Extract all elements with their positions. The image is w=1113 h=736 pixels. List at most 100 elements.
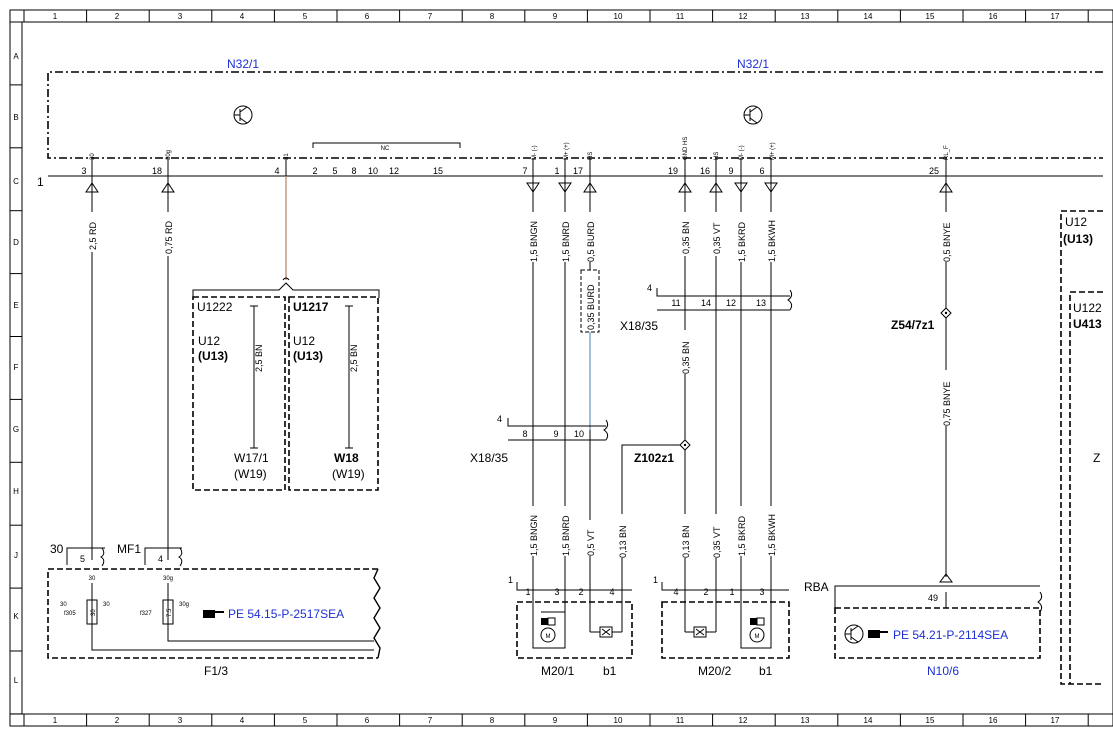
svg-text:3: 3 bbox=[554, 587, 559, 597]
svg-text:1,5 BNGN: 1,5 BNGN bbox=[529, 221, 539, 262]
svg-text:16: 16 bbox=[989, 12, 998, 21]
svg-text:30: 30 bbox=[91, 609, 97, 616]
svg-text:30: 30 bbox=[90, 153, 96, 160]
svg-text:30g: 30g bbox=[166, 150, 172, 160]
svg-text:11: 11 bbox=[676, 716, 685, 725]
svg-text:1: 1 bbox=[653, 575, 658, 585]
svg-text:1: 1 bbox=[729, 587, 734, 597]
svg-text:B: B bbox=[13, 113, 18, 122]
svg-text:0,75 BNYE: 0,75 BNYE bbox=[942, 381, 952, 426]
variant-box: U1222 U1217 U12 (U13) U12 (U13) 2,5 BN 2… bbox=[192, 277, 380, 491]
svg-text:12: 12 bbox=[739, 12, 748, 21]
svg-text:1: 1 bbox=[37, 175, 44, 189]
svg-text:3: 3 bbox=[81, 166, 86, 176]
fuse-box-label: F1/3 bbox=[204, 664, 228, 678]
right-variant-box: U12 (U13) U122 U413 Z bbox=[1060, 210, 1103, 685]
svg-text:1,5 BNGN: 1,5 BNGN bbox=[529, 515, 539, 556]
svg-text:30: 30 bbox=[89, 576, 96, 582]
svg-text:G: G bbox=[13, 425, 19, 434]
triangles bbox=[85, 182, 953, 583]
svg-text:5: 5 bbox=[303, 12, 308, 21]
svg-text:14: 14 bbox=[864, 716, 873, 725]
svg-text:0,35 BURD: 0,35 BURD bbox=[586, 284, 596, 330]
svg-text:H: H bbox=[13, 487, 19, 496]
column-labels-top: 1 2 3 4 5 6 7 8 9 10 11 12 13 14 15 16 1… bbox=[53, 12, 1060, 21]
splice-z102z1: Z102z1 bbox=[634, 439, 691, 465]
svg-text:1,5 BNRD: 1,5 BNRD bbox=[561, 221, 571, 262]
svg-text:K: K bbox=[13, 612, 19, 621]
svg-text:5: 5 bbox=[332, 166, 337, 176]
svg-text:30g: 30g bbox=[163, 576, 173, 582]
svg-text:4: 4 bbox=[673, 587, 678, 597]
svg-text:0,5 BNYE: 0,5 BNYE bbox=[942, 222, 952, 262]
fuse-box-f1-3: 30 5 MF1 4 30 30g 30 f305 30 7.5 f327 30… bbox=[47, 542, 381, 678]
svg-text:0,35 VT: 0,35 VT bbox=[712, 526, 722, 558]
svg-text:15: 15 bbox=[926, 716, 935, 725]
svg-text:1: 1 bbox=[508, 575, 513, 585]
svg-text:0,75 RD: 0,75 RD bbox=[164, 220, 174, 254]
svg-text:6: 6 bbox=[365, 12, 370, 21]
svg-text:Z54/7z1: Z54/7z1 bbox=[891, 318, 935, 332]
svg-text:8: 8 bbox=[522, 429, 527, 439]
transistor-icon bbox=[743, 105, 763, 125]
svg-text:1,5 BKWH: 1,5 BKWH bbox=[767, 220, 777, 262]
rba-reference-link[interactable]: PE 54.21-P-2114SEA bbox=[893, 628, 1008, 642]
svg-text:U1217: U1217 bbox=[293, 300, 329, 314]
svg-text:2,5 BN: 2,5 BN bbox=[349, 344, 359, 372]
svg-text:25: 25 bbox=[929, 166, 939, 176]
motor-icon: M bbox=[540, 627, 556, 643]
svg-text:4: 4 bbox=[497, 414, 502, 424]
svg-text:Z: Z bbox=[1093, 451, 1100, 465]
svg-text:9: 9 bbox=[728, 166, 733, 176]
svg-text:7: 7 bbox=[522, 166, 527, 176]
fuse-reference-link[interactable]: PE 54.15-P-2517SEA bbox=[228, 607, 344, 621]
column-labels-bottom: 1 2 3 4 5 6 7 8 9 10 11 12 13 14 15 16 1… bbox=[53, 716, 1060, 725]
svg-text:8: 8 bbox=[351, 166, 356, 176]
svg-text:b1: b1 bbox=[603, 664, 617, 678]
svg-text:10: 10 bbox=[614, 12, 623, 21]
wire-set bbox=[91, 176, 947, 595]
svg-text:f305: f305 bbox=[64, 611, 76, 617]
svg-text:(W19): (W19) bbox=[332, 467, 365, 481]
svg-text:17: 17 bbox=[573, 166, 583, 176]
svg-text:0,13 BN: 0,13 BN bbox=[618, 525, 628, 558]
svg-text:C: C bbox=[13, 177, 19, 186]
svg-text:11: 11 bbox=[676, 12, 685, 21]
svg-text:13: 13 bbox=[756, 298, 766, 308]
motor-icon: M bbox=[749, 627, 765, 643]
svg-text:5: 5 bbox=[303, 716, 308, 725]
svg-text:F: F bbox=[14, 363, 19, 372]
svg-text:4: 4 bbox=[609, 587, 614, 597]
svg-text:M: M bbox=[546, 634, 551, 640]
svg-text:b1: b1 bbox=[759, 664, 773, 678]
svg-text:M+ (+): M+ (+) bbox=[564, 142, 570, 160]
svg-text:2,5 BN: 2,5 BN bbox=[254, 344, 264, 372]
svg-text:0,35 BN: 0,35 BN bbox=[681, 221, 691, 254]
motor-m20-2: 1 4 2 1 3 M M20/2 b1 bbox=[653, 575, 790, 678]
splice-z54-7z1: Z54/7z1 bbox=[891, 307, 952, 332]
svg-text:D: D bbox=[13, 238, 19, 247]
svg-text:0,5 BURD: 0,5 BURD bbox=[586, 221, 596, 262]
row-labels: A B C D E F G H J K L bbox=[13, 52, 19, 685]
svg-text:Z102z1: Z102z1 bbox=[634, 451, 674, 465]
diagram-frame bbox=[9, 9, 1113, 727]
svg-text:4: 4 bbox=[274, 166, 279, 176]
svg-text:16: 16 bbox=[989, 716, 998, 725]
svg-text:A: A bbox=[13, 52, 19, 61]
svg-text:4: 4 bbox=[158, 554, 163, 564]
svg-text:2: 2 bbox=[115, 12, 120, 21]
svg-text:0,13 BN: 0,13 BN bbox=[681, 525, 691, 558]
svg-text:GND HS: GND HS bbox=[683, 137, 689, 160]
svg-text:U1222: U1222 bbox=[197, 300, 233, 314]
svg-text:(W19): (W19) bbox=[234, 467, 267, 481]
svg-text:12: 12 bbox=[726, 298, 736, 308]
svg-text:13: 13 bbox=[801, 12, 810, 21]
svg-text:15: 15 bbox=[926, 12, 935, 21]
svg-text:9: 9 bbox=[553, 429, 558, 439]
svg-text:(U13): (U13) bbox=[293, 349, 323, 363]
svg-text:3: 3 bbox=[759, 587, 764, 597]
svg-text:U122: U122 bbox=[1073, 301, 1102, 315]
svg-text:HS: HS bbox=[714, 152, 720, 160]
module-label-left: N32/1 bbox=[227, 57, 259, 71]
svg-text:f327: f327 bbox=[140, 611, 152, 617]
